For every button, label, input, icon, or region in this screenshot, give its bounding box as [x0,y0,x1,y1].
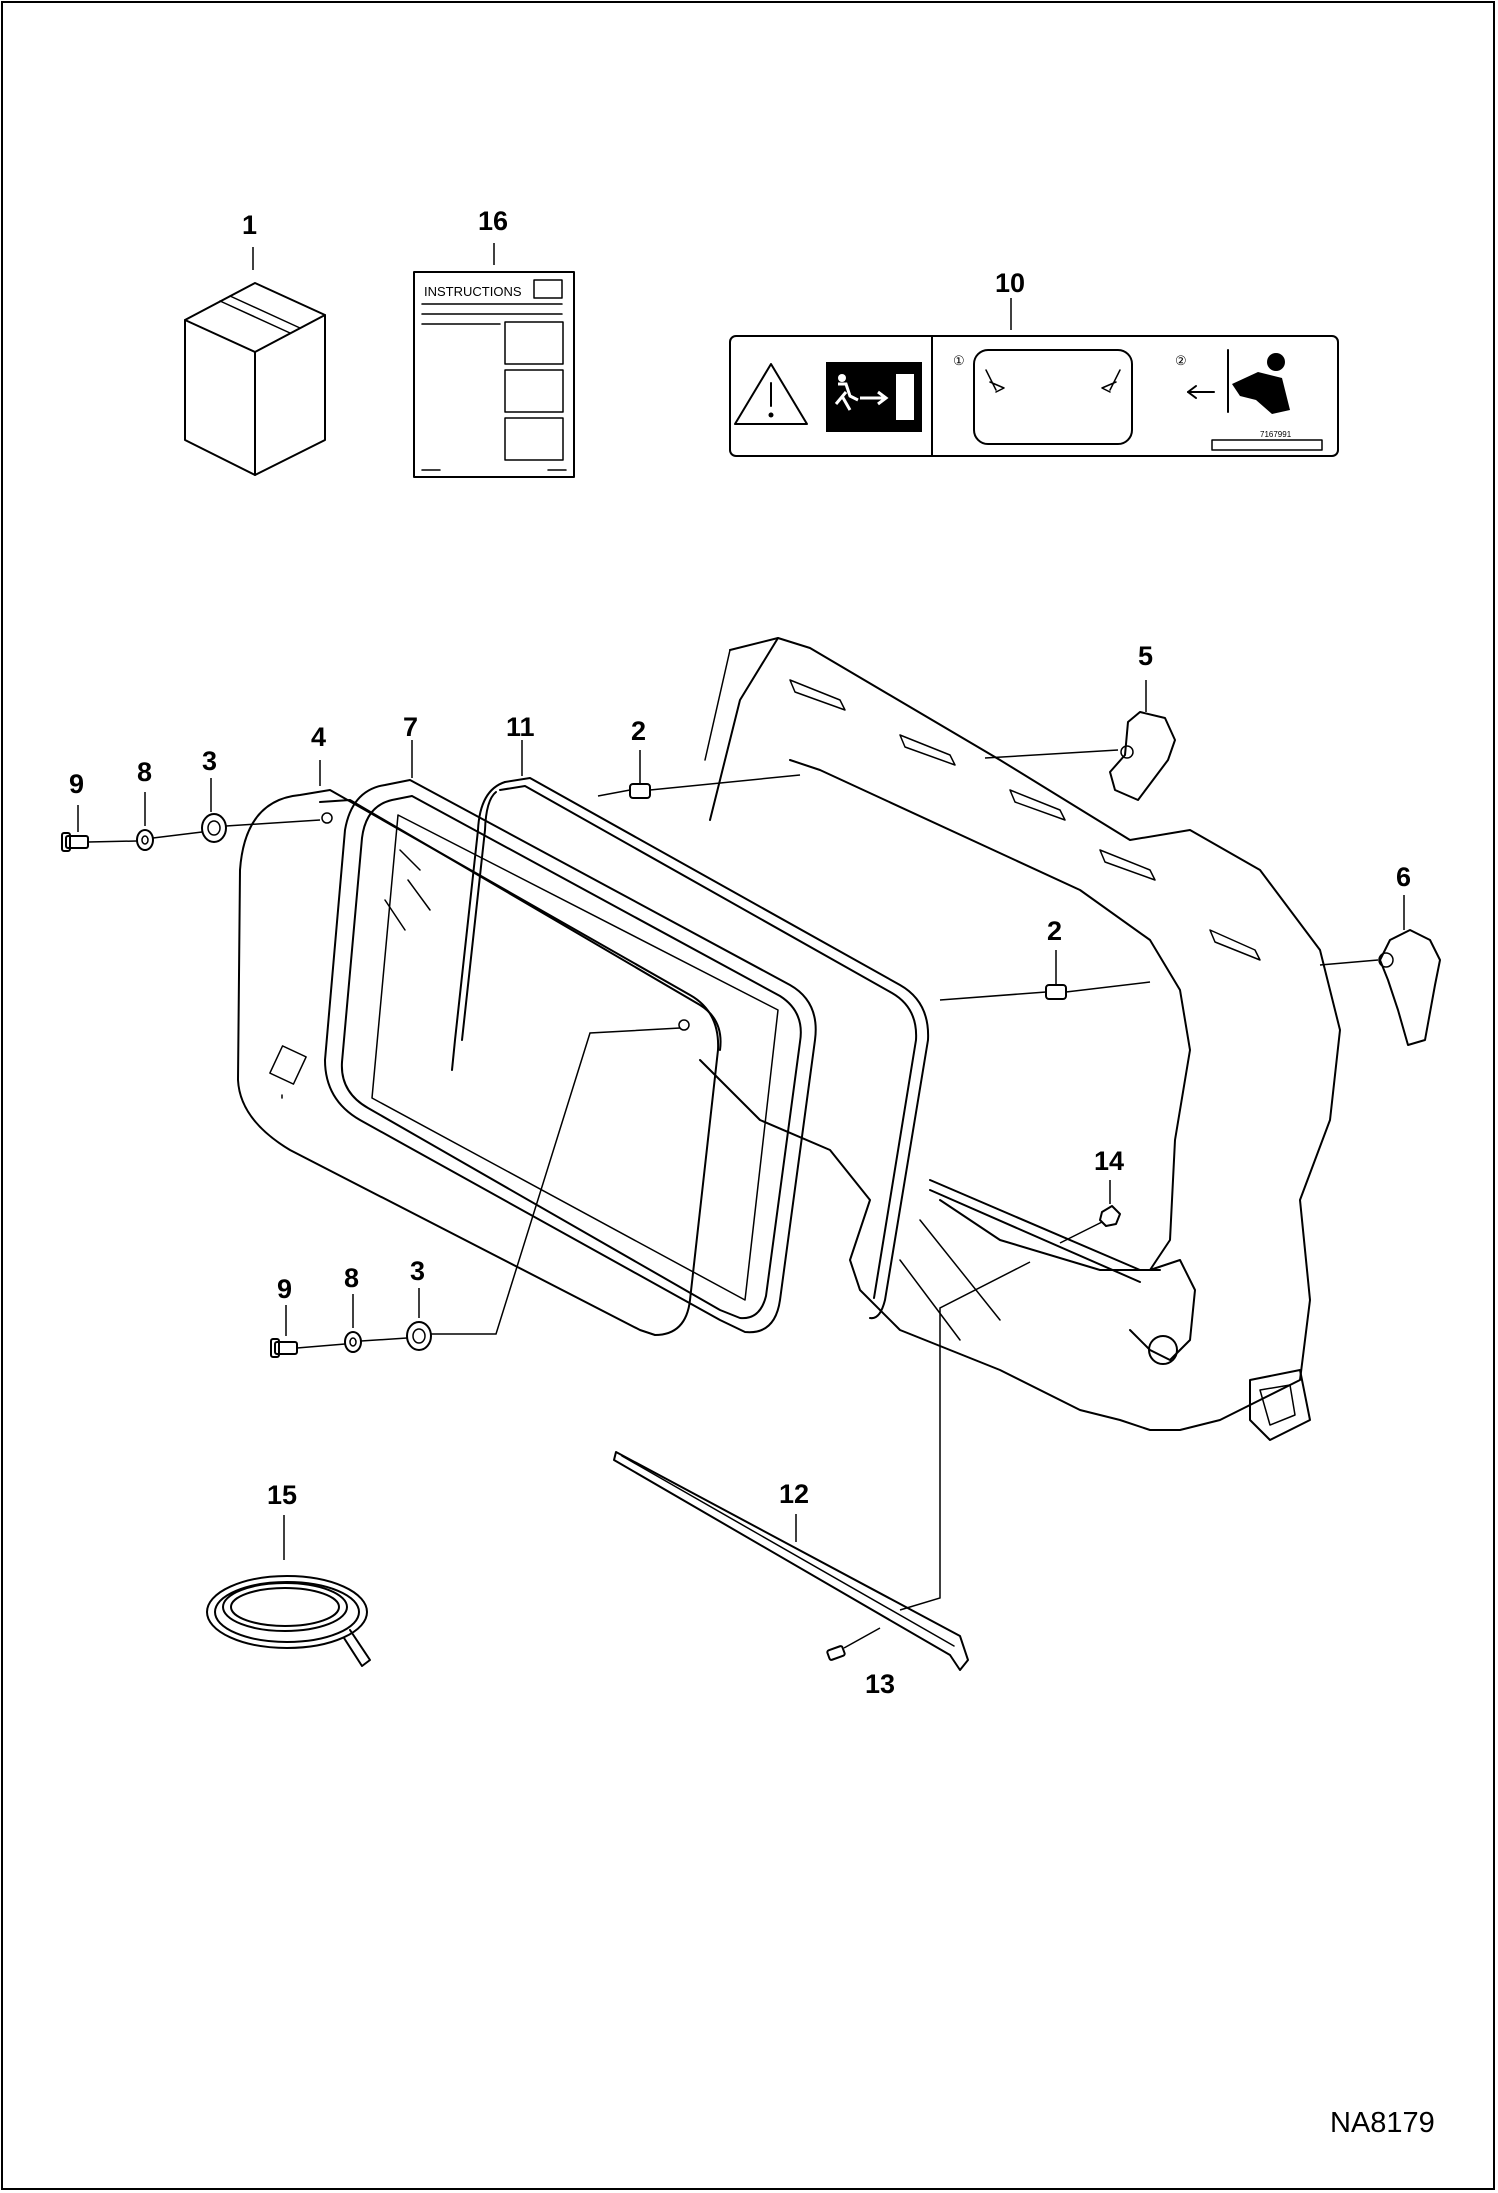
callout-10: 10 [995,268,1025,298]
decal-part-number: 7167991 [1260,430,1292,439]
cab-side-panel [699,637,1341,1441]
escape-decal [729,335,1339,457]
window-seal [451,777,930,1320]
callout-11: 11 [506,712,535,742]
seal-coil [206,1575,371,1667]
spacer-bottom [939,981,1151,1001]
decal-step-1: ① [953,353,965,368]
latch-lower [1319,929,1441,1046]
callout-16: 16 [478,206,508,236]
push-window-icon [1187,349,1290,414]
trim-strip [613,1261,1031,1671]
callout-8-top: 8 [137,757,152,787]
window-frame [237,789,722,1336]
callout-7: 7 [403,712,418,742]
instructions-sheet-icon [413,271,575,478]
glass-pane [324,779,817,1334]
drawing-id: NA8179 [1330,2107,1435,2139]
instructions-title: INSTRUCTIONS [424,284,522,299]
callout-14: 14 [1094,1146,1124,1176]
callout-4: 4 [311,722,326,752]
fasteners-bottom [270,1027,681,1358]
callout-15: 15 [267,1480,297,1510]
callout-12: 12 [779,1479,809,1509]
callout-3-top: 3 [202,746,217,776]
latch-upper [984,711,1176,801]
fasteners-top [61,813,321,852]
warning-icon [734,363,808,425]
callout-6: 6 [1396,862,1411,892]
box-icon [184,282,326,476]
screw [826,1627,881,1661]
callout-5: 5 [1138,641,1153,671]
callout-13: 13 [865,1669,895,1699]
callout-9-top: 9 [69,769,84,799]
callout-2-bottom: 2 [1047,916,1062,946]
callout-2-top: 2 [631,716,646,746]
callout-9-bottom: 9 [277,1274,292,1304]
callout-8-bottom: 8 [344,1263,359,1293]
spacer-top [597,774,801,799]
nut [1059,1205,1121,1244]
callout-3-bottom: 3 [410,1256,425,1286]
decal-step-2: ② [1175,353,1187,368]
callout-1: 1 [242,210,257,240]
